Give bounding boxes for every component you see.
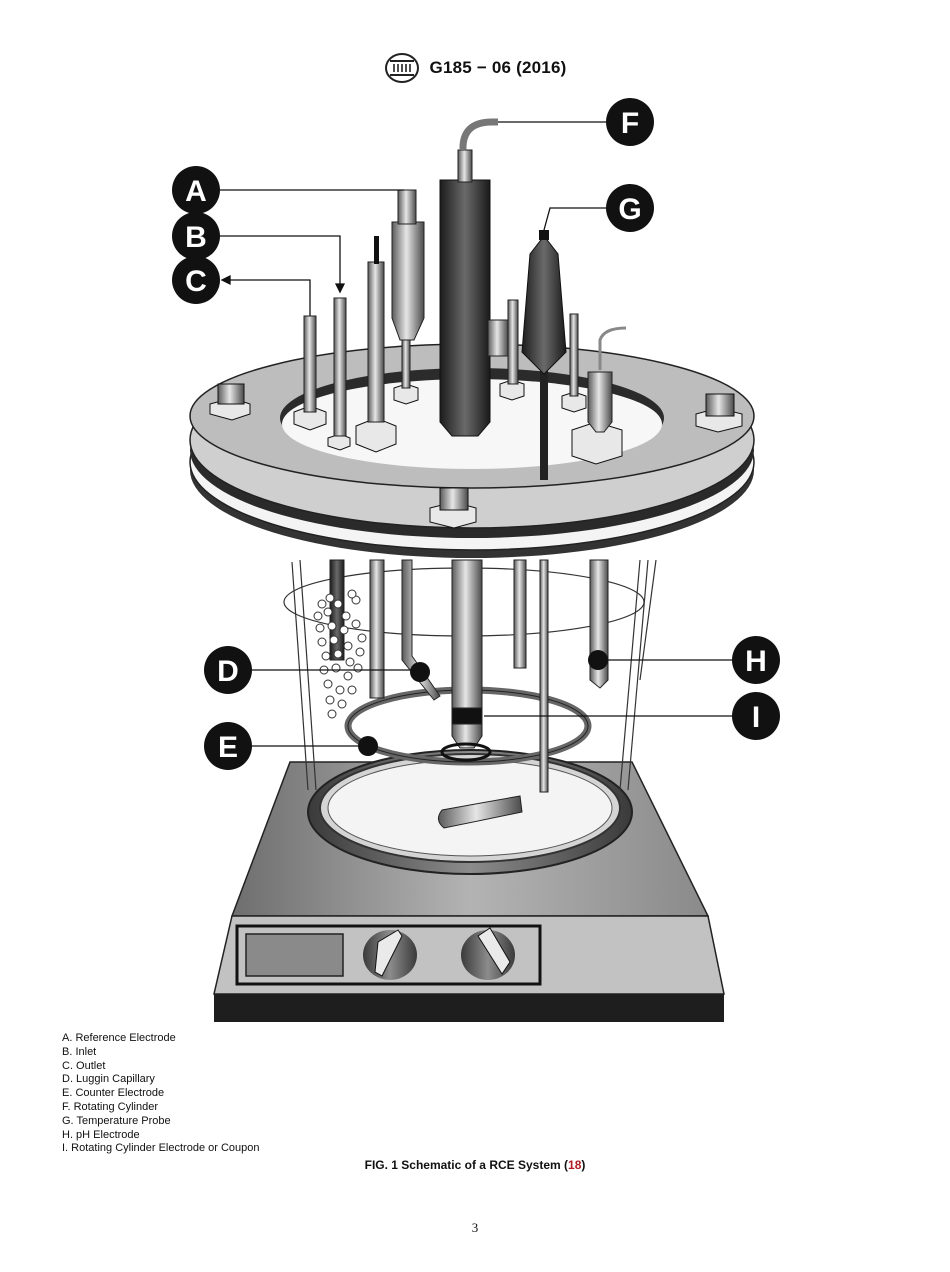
control-panel: [235, 924, 542, 986]
callout-leader-lines: [218, 121, 734, 747]
callout-e: E: [204, 722, 252, 770]
svg-text:C: C: [185, 265, 207, 298]
document-header: G185 − 06 (2016): [0, 52, 950, 84]
legend-item: E. Counter Electrode: [62, 1087, 165, 1100]
callout-d: D: [204, 646, 252, 694]
callout-a: A: [172, 166, 220, 214]
callout-i: I: [732, 692, 780, 740]
reference-link[interactable]: 18: [568, 1158, 582, 1172]
lid-bolt: [429, 487, 477, 529]
svg-text:I: I: [752, 701, 760, 734]
inlet-tube: [327, 297, 351, 451]
callout-c: C: [172, 256, 220, 304]
temperature-probe: [521, 230, 567, 480]
knob-left: [363, 929, 417, 980]
svg-text:B: B: [185, 221, 207, 254]
side-port-tubes: [487, 299, 587, 413]
callout-g: G: [606, 184, 654, 232]
gas-bubbles: [313, 589, 367, 719]
legend-item: B. Inlet: [62, 1045, 97, 1058]
knob-right: [461, 927, 515, 980]
reference-electrode: [391, 189, 425, 405]
stirrer-hotplate: [213, 749, 725, 1022]
svg-text:F: F: [621, 107, 639, 140]
luggin-capillary-top: [355, 236, 397, 453]
caption-suffix: ): [581, 1158, 586, 1172]
lid-bolt: [695, 393, 743, 433]
legend-item: A. Reference Electrode: [62, 1032, 176, 1044]
rotating-cylinder-shaft: [439, 118, 498, 437]
stir-bar: [438, 795, 523, 829]
figure-legend: A. Reference Electrode B. Inlet C. Outle…: [62, 1032, 260, 1156]
display-window: [245, 933, 344, 977]
legend-item: I. Rotating Cylinder Electrode or Coupon: [62, 1142, 260, 1155]
callout-f: F: [606, 98, 654, 146]
cylinder-electrode-band: [451, 707, 483, 725]
svg-text:E: E: [218, 731, 238, 764]
callout-b: B: [172, 212, 220, 260]
svg-text:H: H: [745, 645, 767, 678]
caption-text: FIG. 1 Schematic of a RCE System (: [364, 1158, 569, 1172]
figure-caption: FIG. 1 Schematic of a RCE System (18): [0, 1158, 950, 1172]
legend-item: D. Luggin Capillary: [62, 1073, 155, 1086]
legend-item: H. pH Electrode: [62, 1128, 140, 1141]
svg-text:A: A: [185, 175, 207, 208]
standard-designation: G185 − 06 (2016): [429, 58, 567, 77]
callout-h: H: [732, 636, 780, 684]
astm-logo-icon: [384, 53, 419, 83]
legend-item: G. Temperature Probe: [62, 1114, 171, 1127]
svg-text:D: D: [217, 655, 239, 688]
page-number: 3: [471, 1220, 479, 1235]
svg-text:G: G: [618, 193, 641, 226]
leader-dots: [358, 650, 608, 756]
ph-electrode-top: [571, 326, 627, 465]
rce-system-schematic: A B C F G D E H I: [172, 98, 780, 1022]
legend-item: C. Outlet: [62, 1059, 106, 1072]
legend-item: F. Rotating Cylinder: [62, 1100, 158, 1113]
lid-bolt: [209, 383, 251, 421]
submerged-tubes: [329, 559, 609, 793]
